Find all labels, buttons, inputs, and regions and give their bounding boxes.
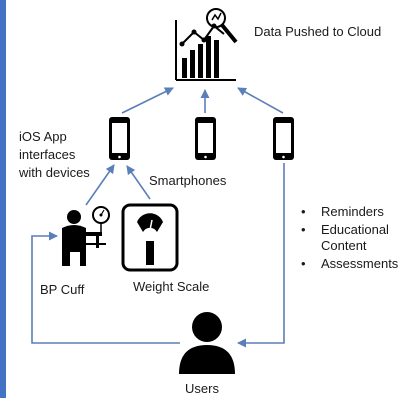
bp-cuff-user-icon xyxy=(62,206,110,266)
weight-scale-label: Weight Scale xyxy=(133,279,210,294)
arrow-bpcuff-to-phone xyxy=(85,164,115,206)
left-accent-bar xyxy=(0,0,6,398)
arrow-phone3-to-cloud xyxy=(237,87,284,114)
feature-item: Assessments xyxy=(301,256,402,272)
arrow-phone1-to-cloud xyxy=(121,87,174,114)
analytics-chart-icon xyxy=(175,8,238,81)
smartphone-icon xyxy=(273,117,294,160)
arrow-phone-to-users xyxy=(237,163,285,348)
arrow-users-to-bpcuff xyxy=(31,231,180,344)
app-label-line1: iOS App xyxy=(19,129,67,144)
app-label-line2: interfaces xyxy=(19,147,76,162)
arrow-scale-to-phone xyxy=(126,165,151,200)
feature-item: Reminders xyxy=(301,204,402,220)
feature-item: Educational Content xyxy=(301,222,402,254)
smartphones-label: Smartphones xyxy=(149,173,227,188)
cloud-label: Data Pushed to Cloud xyxy=(254,24,382,39)
feature-list: Reminders Educational Content Assessment… xyxy=(301,204,402,274)
bp-cuff-label: BP Cuff xyxy=(40,282,85,297)
smartphone-icon xyxy=(195,117,216,160)
smartphone-icon xyxy=(109,117,130,160)
weight-scale-icon xyxy=(121,203,179,272)
app-label-line3: with devices xyxy=(19,165,90,180)
users-label: Users xyxy=(185,381,219,396)
user-icon xyxy=(179,312,235,374)
